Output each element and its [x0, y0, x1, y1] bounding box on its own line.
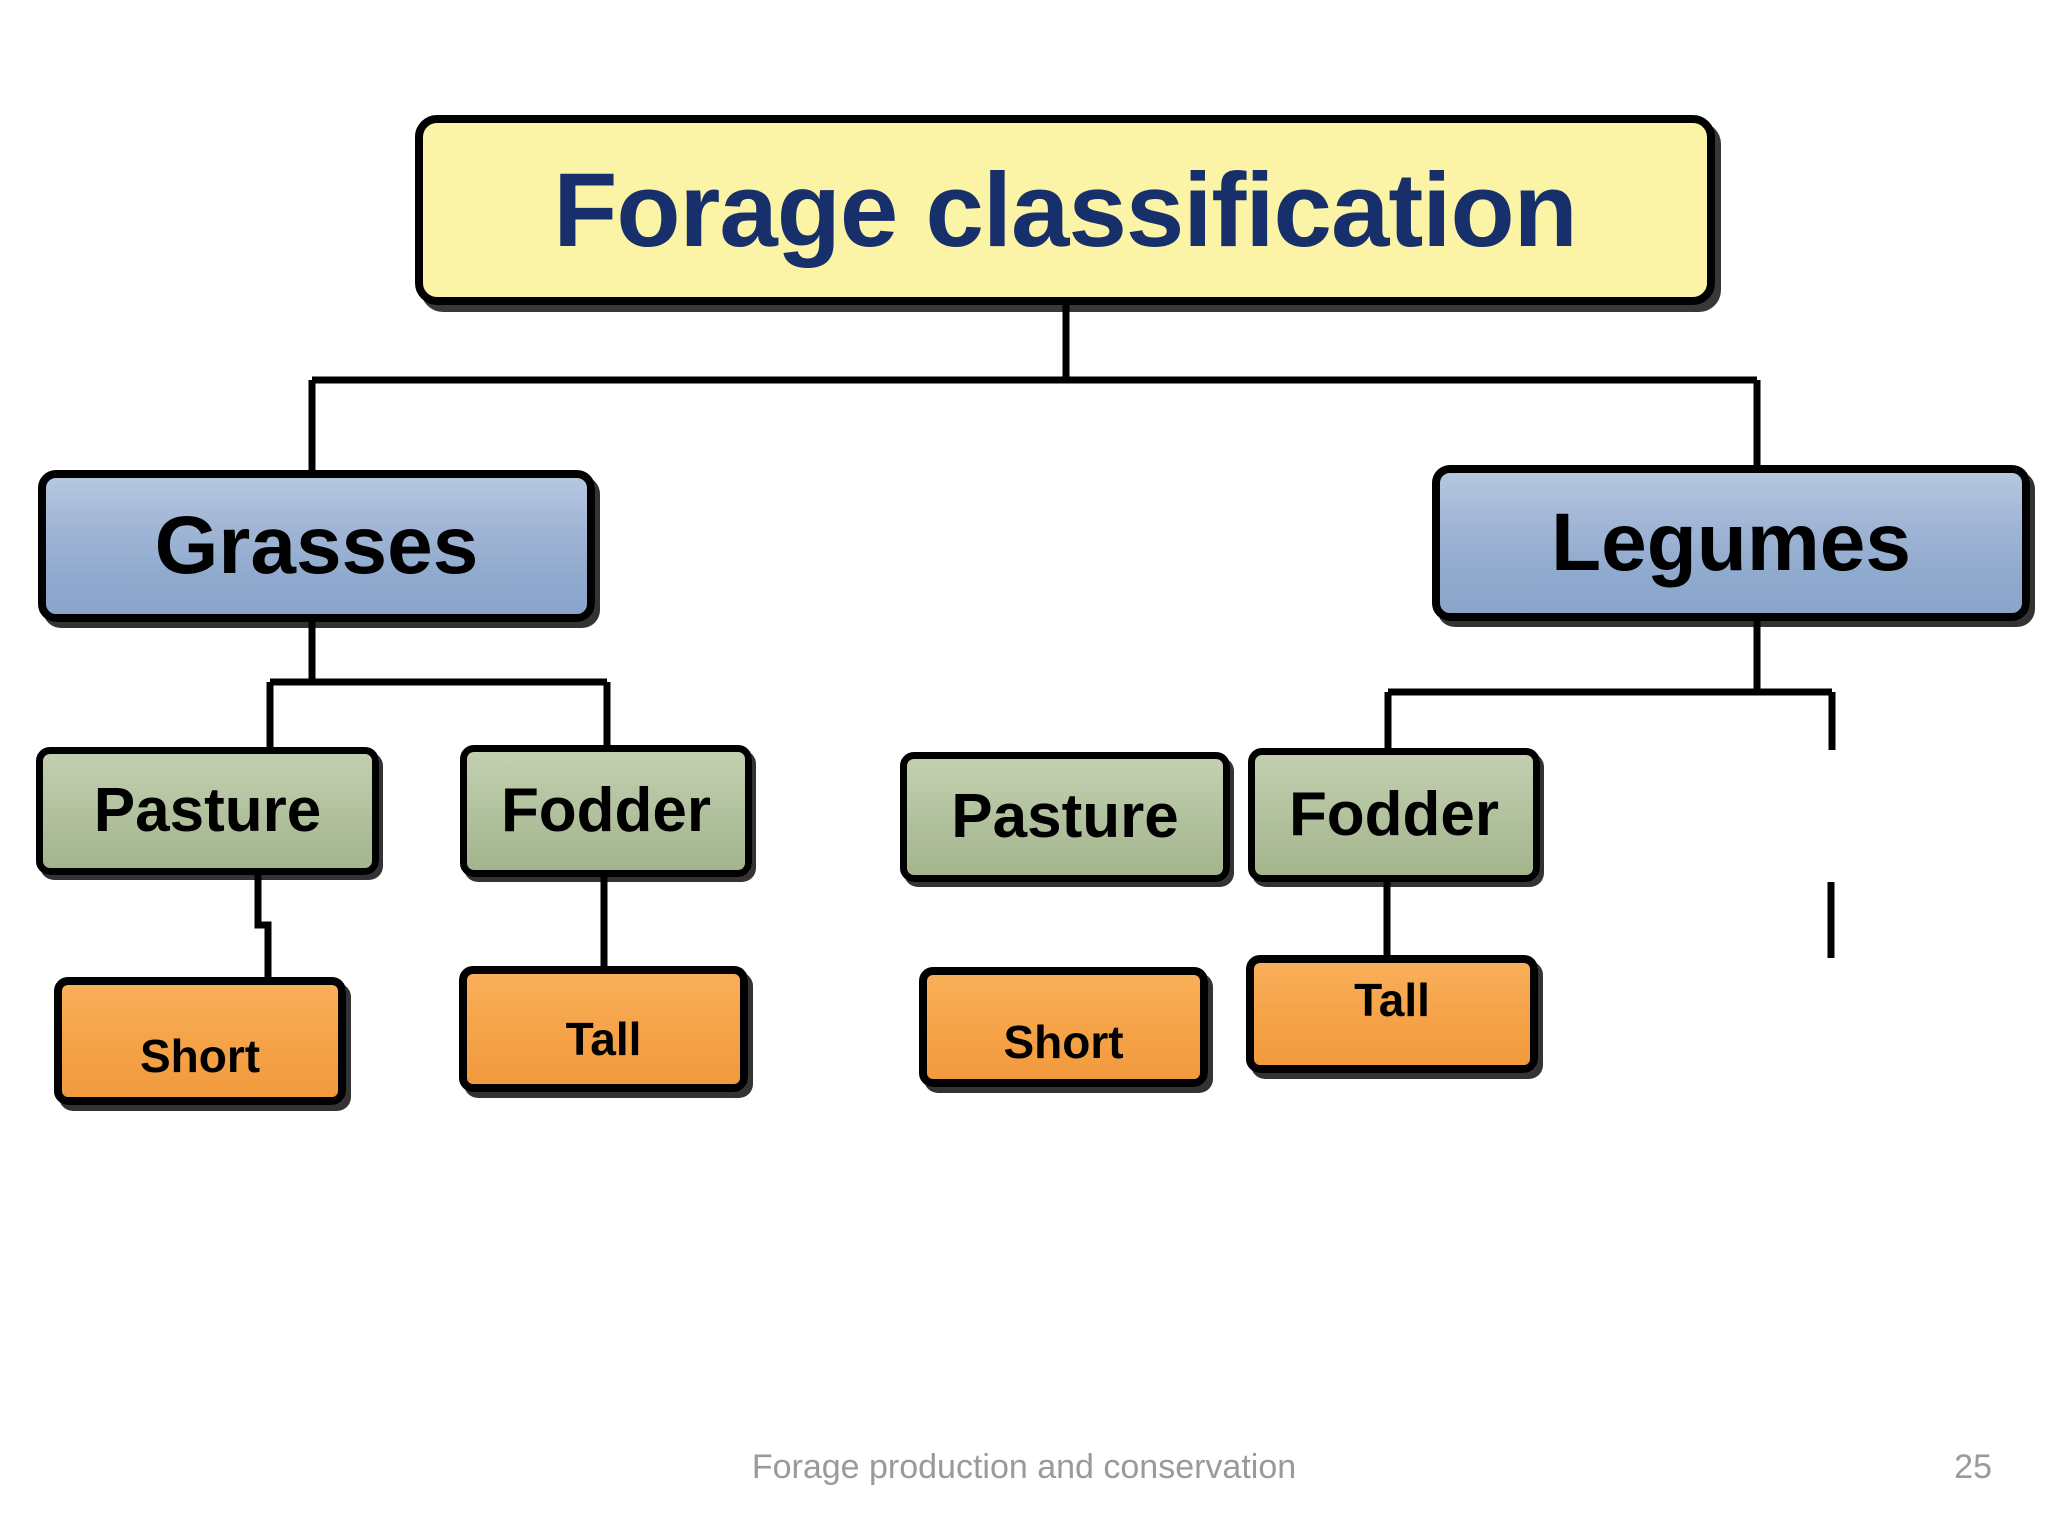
node-forage-classification[interactable]: Forage classification	[415, 115, 1715, 305]
node-legume-tall-label: Tall	[1354, 974, 1430, 1026]
node-title-label: Forage classification	[553, 151, 1578, 269]
slide-footer: Forage production and conservation 25	[0, 1448, 2048, 1508]
node-grasses[interactable]: Grasses	[38, 470, 595, 622]
node-legume-fodder[interactable]: Fodder	[1248, 748, 1540, 882]
node-grass-short-label: Short	[139, 1030, 261, 1082]
footer-text: Forage production and conservation	[751, 1448, 1297, 1486]
node-legume-short[interactable]: Short	[919, 967, 1208, 1087]
connector-grass-pasture-to-short	[254, 875, 272, 980]
node-legume-short-label: Short	[1003, 1016, 1124, 1068]
node-legume-tall[interactable]: Tall	[1246, 955, 1538, 1073]
node-grass-fodder-label: Fodder	[500, 776, 712, 845]
node-grass-tall-label: Tall	[565, 1013, 642, 1065]
node-legume-pasture-label: Pasture	[951, 782, 1179, 851]
node-legume-pasture[interactable]: Pasture	[900, 752, 1230, 882]
node-legumes-label: Legumes	[1551, 497, 1911, 588]
node-grass-pasture[interactable]: Pasture	[36, 747, 379, 875]
node-grasses-label: Grasses	[154, 500, 479, 591]
page-number: 25	[1954, 1448, 1992, 1486]
node-legumes[interactable]: Legumes	[1432, 465, 2030, 621]
node-grass-pasture-label: Pasture	[93, 776, 322, 845]
node-grass-short[interactable]: Short	[54, 977, 346, 1105]
node-grass-tall[interactable]: Tall	[459, 966, 748, 1092]
node-grass-fodder[interactable]: Fodder	[460, 745, 752, 877]
node-legume-fodder-label: Fodder	[1288, 780, 1500, 849]
